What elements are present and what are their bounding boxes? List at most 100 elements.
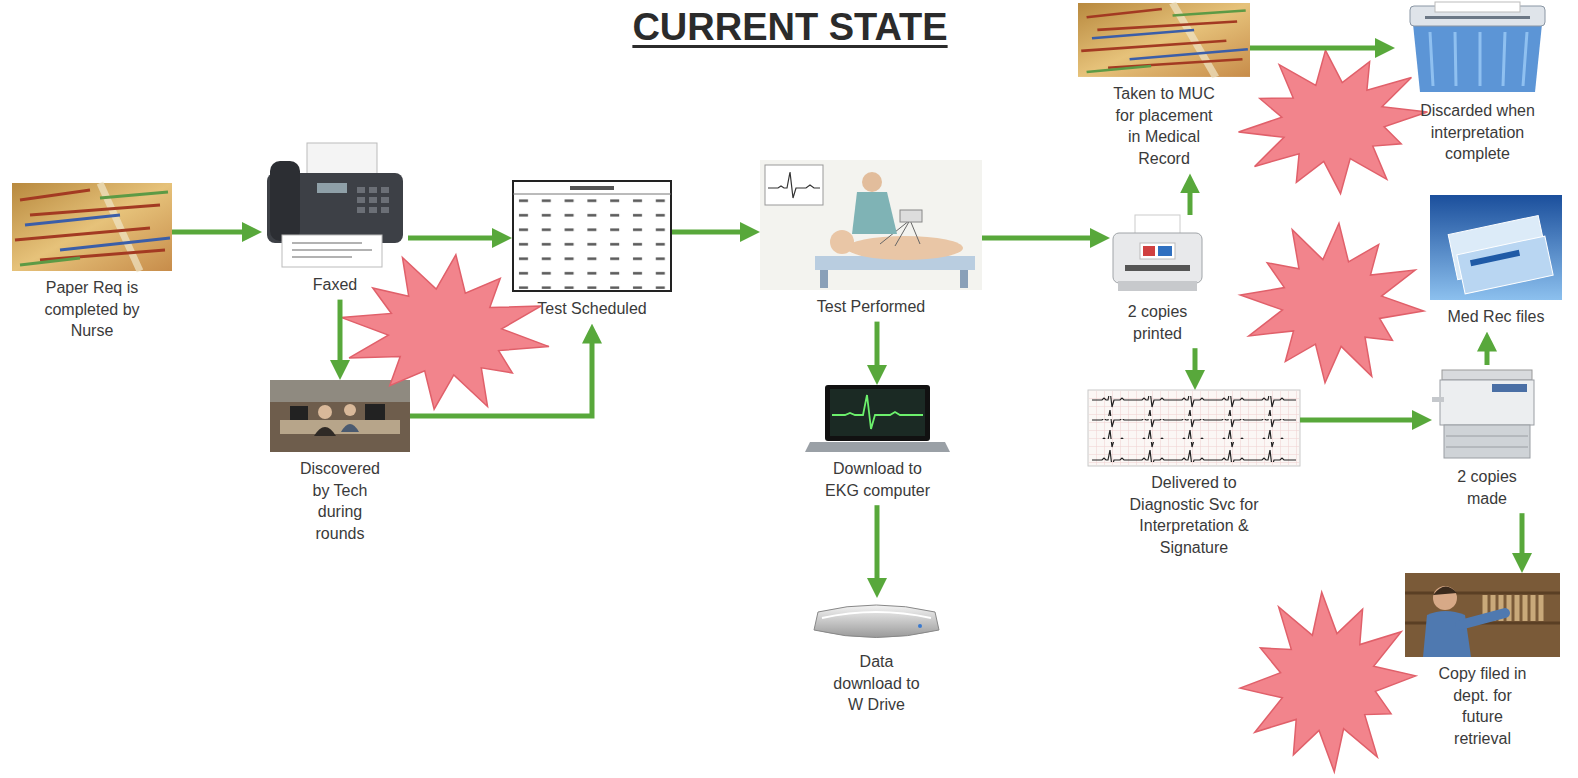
printer-part: [1118, 281, 1197, 291]
fax-machine-part: [357, 197, 365, 203]
calendar-part: [513, 194, 671, 195]
step-caption: Download to EKG computer: [820, 458, 935, 501]
step-caption: Discarded when interpretation complete: [1418, 100, 1538, 165]
printer-part: [1140, 243, 1175, 259]
red-starburst-part: [1233, 215, 1430, 390]
ekg-test-illustration-part: [768, 172, 820, 198]
fax-machine-part: [369, 187, 377, 193]
medical-record-photo: [1078, 3, 1250, 77]
medical-records-image-part: [1457, 236, 1553, 294]
printer-part: [1125, 265, 1190, 271]
process-step: Data download to W Drive: [808, 598, 945, 720]
printer-part: [1158, 246, 1172, 256]
calendar-part: [514, 195, 670, 289]
flow-arrow: [172, 230, 254, 235]
step-caption: Test Scheduled: [517, 298, 667, 320]
process-step: 2 copies printed: [1110, 215, 1205, 348]
photocopier-part: [1444, 425, 1530, 458]
calendar: [513, 181, 671, 291]
fax-machine-part: [369, 197, 377, 203]
fax-machine-part: [369, 207, 377, 213]
external-drive-part: [822, 612, 931, 618]
filing-photo-part: [1433, 586, 1457, 595]
medical-records-image-part: [1430, 195, 1562, 300]
process-step: Test Scheduled: [512, 180, 672, 324]
ekg-test-illustration-part: [760, 160, 982, 290]
ekg-test-illustration: [760, 160, 982, 290]
external-drive: [814, 605, 939, 638]
photocopier-part: [1442, 370, 1532, 380]
calendar-part: [570, 186, 614, 190]
office-photo-part: [341, 424, 359, 432]
filing-photo: [1405, 573, 1560, 657]
external-drive-part: [814, 605, 939, 638]
fax-machine-part: [282, 235, 382, 267]
fax-machine-part: [317, 183, 347, 193]
photocopier-part: [1440, 380, 1534, 425]
process-step: Discovered by Tech during rounds: [270, 380, 410, 548]
ekg-test-illustration-part: [900, 210, 922, 222]
step-caption: Data download to W Drive: [827, 651, 927, 716]
medical-record-photo-part: [1078, 3, 1250, 77]
fax-machine-part: [270, 161, 300, 241]
flow-arrow: [875, 322, 880, 377]
photocopier-part: [1492, 384, 1527, 392]
fax-machine-part: [381, 207, 389, 213]
flow-arrow: [875, 505, 880, 590]
fax-machine-part: [381, 197, 389, 203]
office-photo-part: [270, 380, 410, 452]
flow-arrow: [1188, 181, 1193, 215]
paper-requisition-photo: [12, 183, 172, 271]
ekg-test-illustration-part: [765, 165, 823, 205]
paper-shredder-part: [1435, 2, 1520, 12]
fax-machine-part: [357, 187, 365, 193]
process-step: Delivered to Diagnostic Svc for Interpre…: [1088, 390, 1300, 562]
step-caption: Paper Req is completed by Nurse: [32, 277, 152, 342]
ekg-test-illustration-part: [820, 270, 828, 288]
office-photo: [270, 380, 410, 452]
paper-requisition-photo-part: [12, 183, 172, 271]
laptop-part: [825, 385, 930, 441]
laptop-part: [832, 395, 923, 429]
paper-shredder-part: [1430, 32, 1527, 86]
paper-shredder: [1410, 2, 1545, 92]
office-photo-part: [280, 420, 400, 434]
laptop: [805, 385, 950, 452]
step-caption: Delivered to Diagnostic Svc for Interpre…: [1127, 472, 1262, 558]
filing-photo-part: [1433, 586, 1457, 610]
process-step: Faxed: [262, 143, 408, 300]
paper-shredder-part: [1425, 16, 1530, 19]
red-starburst-part: [1234, 586, 1422, 778]
fax-machine-part: [292, 243, 372, 257]
ekg-strip-part: [1092, 442, 1296, 462]
office-photo-part: [290, 406, 308, 420]
ekg-test-illustration-part: [852, 192, 897, 234]
step-caption: 2 copies made: [1450, 466, 1525, 509]
calendar-part: [513, 181, 671, 291]
laptop-part: [830, 389, 925, 436]
ekg-strip: [1088, 390, 1300, 466]
ekg-strip-part: [1092, 419, 1296, 439]
ekg-strip-part: [1092, 396, 1296, 416]
flow-arrow: [1300, 418, 1424, 423]
office-photo-part: [314, 427, 336, 436]
medical-records-image-part: [1470, 250, 1520, 266]
laptop-part: [805, 442, 950, 452]
process-step: Copy filed in dept. for future retrieval: [1405, 573, 1560, 753]
flow-arrow: [1485, 340, 1490, 365]
printer-part: [1143, 246, 1155, 256]
flow-arrow: [338, 300, 343, 372]
ekg-test-illustration-part: [830, 230, 854, 254]
printer: [1113, 215, 1202, 291]
red-starburst: [330, 40, 1435, 777]
office-photo-part: [318, 405, 332, 419]
printer-part: [1113, 233, 1202, 283]
diagram-title: CURRENT STATE: [632, 6, 947, 49]
filing-photo-part: [1423, 611, 1471, 657]
step-caption: Med Rec files: [1436, 306, 1556, 328]
office-photo-part: [270, 380, 410, 402]
ekg-strip-part: [1089, 391, 1299, 465]
step-caption: Copy filed in dept. for future retrieval: [1433, 663, 1533, 749]
